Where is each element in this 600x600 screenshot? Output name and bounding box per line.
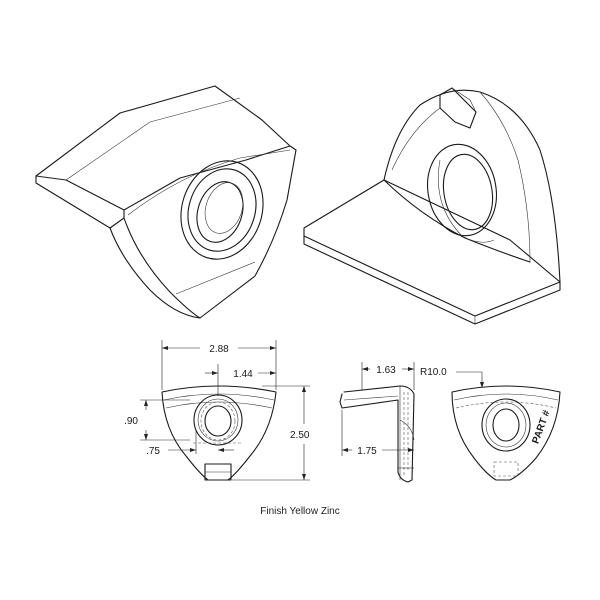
dim-side-depth: 1.75 [357,446,377,457]
rear-view: PART # [451,385,561,481]
dim-flange-depth: 1.63 [376,365,396,376]
front-view [161,385,277,481]
side-view [339,385,415,483]
part-number-marking: PART # [531,408,553,445]
front-view-dimensions: 2.88 1.44 .90 .75 2.50 [124,340,310,481]
finish-note: Finish Yellow Zinc [260,506,340,517]
rear-view-dimensions: R10.0 [420,367,484,388]
dim-slot-offset: .75 [146,446,160,457]
dim-overall-width: 2.88 [209,344,229,355]
dim-overall-height: 2.50 [290,430,310,441]
side-view-dimensions: 1.63 1.75 [341,362,415,457]
dim-half-width: 1.44 [233,369,253,380]
dim-radius: R10.0 [420,367,447,378]
isometric-view-rear [303,87,561,325]
dim-slot-height: .90 [124,416,138,427]
isometric-view-front [35,85,297,319]
